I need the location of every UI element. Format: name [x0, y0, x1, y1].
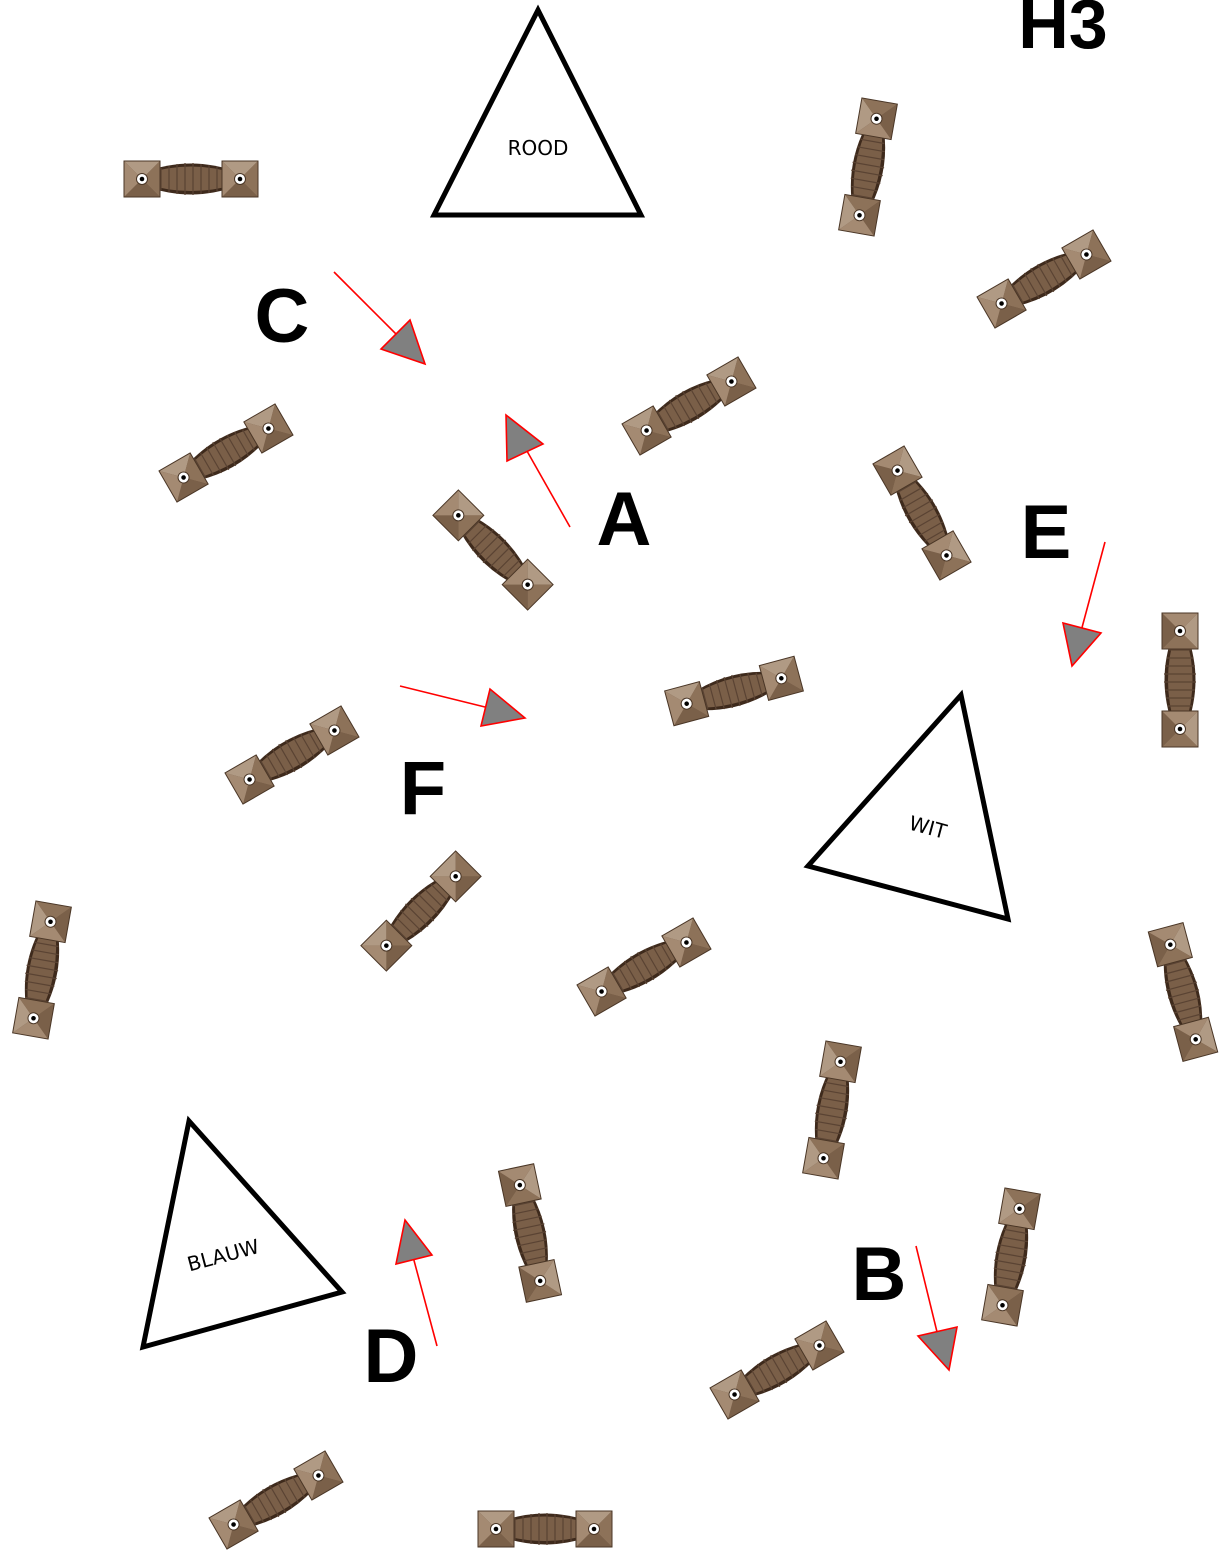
barrier	[433, 490, 553, 610]
barrier	[209, 1451, 343, 1549]
barrier	[977, 230, 1111, 328]
direction-arrow-a	[506, 415, 570, 527]
barrier	[839, 98, 898, 236]
gate-label-e: E	[1021, 490, 1072, 575]
barrier	[873, 446, 971, 580]
barrier	[1162, 613, 1198, 747]
barrier	[13, 901, 72, 1039]
barrier	[803, 1041, 862, 1179]
barrier	[159, 404, 293, 502]
triangle-rood: ROOD	[434, 10, 641, 215]
barrier	[577, 918, 711, 1016]
barrier	[361, 851, 481, 971]
gate-label-d: D	[364, 1314, 419, 1399]
sheet-label: H3	[1018, 0, 1107, 63]
barrier	[498, 1164, 561, 1303]
gate-label-f: F	[400, 746, 446, 831]
gate-label-a: A	[597, 477, 652, 562]
barrier	[124, 161, 258, 197]
barrier	[622, 357, 756, 455]
direction-arrow-c	[334, 272, 425, 364]
barrier	[665, 656, 804, 725]
triangle-blauw: BLAUW	[143, 1121, 342, 1347]
barrier	[710, 1321, 844, 1419]
barrier	[982, 1188, 1041, 1326]
direction-arrow-f	[400, 686, 525, 726]
barrier	[478, 1511, 612, 1547]
gate-label-b: B	[852, 1232, 907, 1317]
gate-label-c: C	[255, 274, 310, 359]
barrier	[1148, 923, 1217, 1062]
triangle-wit: WIT	[808, 695, 1008, 919]
triangle-rood-label: ROOD	[508, 136, 569, 160]
direction-arrow-b	[916, 1246, 957, 1370]
barrier	[225, 706, 359, 804]
